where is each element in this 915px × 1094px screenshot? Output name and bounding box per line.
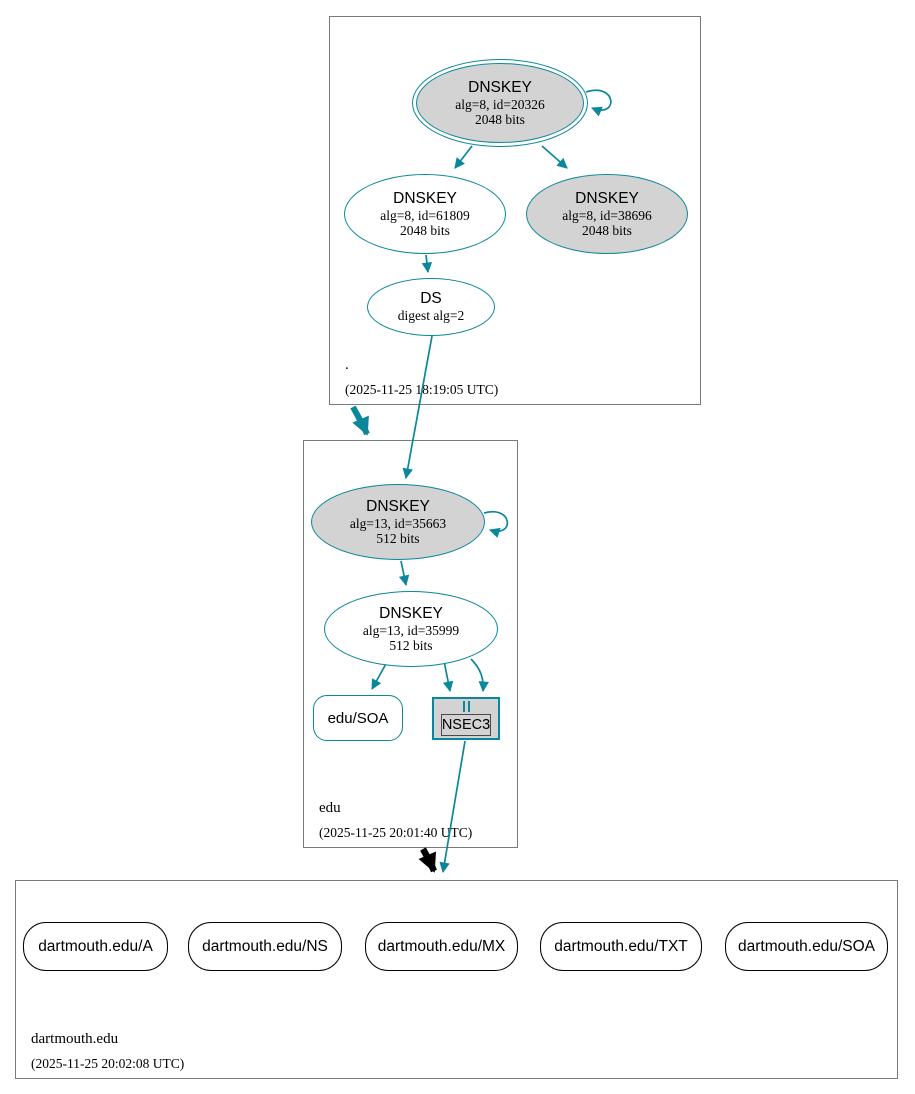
node-detail-bits: 512 bits (389, 638, 433, 653)
node-label: dartmouth.edu/SOA (738, 937, 875, 955)
node-title: DNSKEY (379, 604, 443, 622)
nsec3-cell-left (462, 701, 465, 712)
node-detail-bits: 2048 bits (582, 223, 632, 238)
node-ds-root[interactable]: DS digest alg=2 (367, 278, 495, 336)
node-rrset-dartmouth-txt[interactable]: dartmouth.edu/TXT (540, 922, 702, 971)
node-label: dartmouth.edu/TXT (554, 937, 688, 955)
node-detail-alg: alg=13, id=35663 (349, 515, 447, 531)
zone-box-edu: edu (2025-11-25 20:01:40 UTC) (303, 440, 518, 848)
zone-label-edu: edu (319, 800, 341, 816)
node-rrset-dartmouth-ns[interactable]: dartmouth.edu/NS (188, 922, 342, 971)
node-rrset-dartmouth-mx[interactable]: dartmouth.edu/MX (365, 922, 518, 971)
node-title: DNSKEY (393, 189, 457, 207)
node-title: DNSKEY (575, 189, 639, 207)
node-label: dartmouth.edu/NS (202, 937, 328, 955)
zone-label-dartmouth: dartmouth.edu (31, 1031, 119, 1047)
node-title: DNSKEY (366, 497, 430, 515)
edge-delegation-root-edu (350, 405, 370, 436)
node-detail-alg: alg=8, id=20326 (455, 96, 545, 112)
node-dnskey-root-ksk-inner: DNSKEY alg=8, id=20326 2048 bits (416, 63, 584, 143)
node-label: edu/SOA (327, 709, 389, 727)
zone-timestamp-dartmouth: (2025-11-25 20:02:08 UTC) (31, 1056, 185, 1071)
node-detail-bits: 2048 bits (475, 112, 525, 127)
node-label: dartmouth.edu/A (38, 937, 153, 955)
node-detail-alg: alg=8, id=61809 (380, 207, 470, 223)
node-dnskey-root-ksk[interactable]: DNSKEY alg=8, id=20326 2048 bits (412, 59, 588, 147)
node-detail-bits: 512 bits (376, 531, 420, 546)
node-rrset-edu-soa[interactable]: edu/SOA (313, 695, 403, 741)
node-nsec3[interactable]: NSEC3 (432, 697, 500, 740)
node-rrset-dartmouth-soa[interactable]: dartmouth.edu/SOA (725, 922, 888, 971)
node-dnskey-root-61809[interactable]: DNSKEY alg=8, id=61809 2048 bits (344, 174, 506, 254)
zone-timestamp-edu: (2025-11-25 20:01:40 UTC) (319, 825, 473, 840)
node-dnskey-edu-ksk[interactable]: DNSKEY alg=13, id=35663 512 bits (311, 484, 485, 560)
node-title: DS (420, 290, 442, 308)
zone-timestamp-root: (2025-11-25 18:19:05 UTC) (345, 382, 499, 397)
node-dnskey-root-38696[interactable]: DNSKEY alg=8, id=38696 2048 bits (526, 174, 688, 254)
node-dnskey-edu-zsk[interactable]: DNSKEY alg=13, id=35999 512 bits (324, 591, 498, 667)
node-label: NSEC3 (440, 714, 492, 736)
nsec3-rrsig-cells (462, 701, 470, 712)
node-label: dartmouth.edu/MX (377, 937, 506, 955)
node-detail-digest: digest alg=2 (397, 308, 465, 324)
node-rrset-dartmouth-a[interactable]: dartmouth.edu/A (23, 922, 168, 971)
edge-delegation-edu-dartmouth (418, 847, 437, 873)
node-detail-bits: 2048 bits (400, 223, 450, 238)
nsec3-cell-right (467, 701, 470, 712)
node-title: DNSKEY (468, 78, 532, 96)
zone-label-root: . (345, 357, 349, 373)
node-detail-alg: alg=8, id=38696 (562, 207, 652, 223)
node-detail-alg: alg=13, id=35999 (362, 622, 460, 638)
zone-box-dartmouth: dartmouth.edu (2025-11-25 20:02:08 UTC) (15, 880, 898, 1079)
